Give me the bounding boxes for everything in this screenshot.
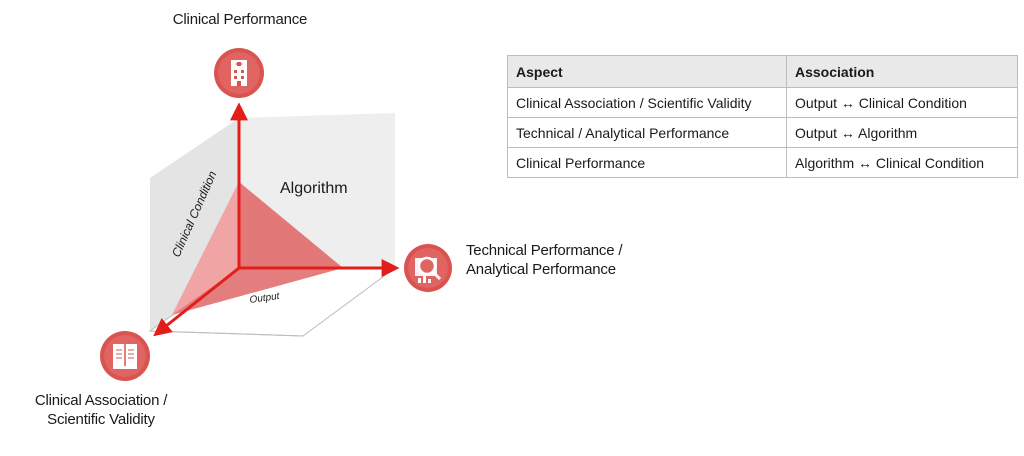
left-axis-label: Clinical Association / Scientific Validi… (6, 391, 196, 429)
cell-aspect: Clinical Association / Scientific Validi… (507, 87, 787, 118)
magnifier-chart-icon (404, 244, 452, 292)
aspects-table: Aspect Association Clinical Association … (507, 55, 1018, 178)
left-axis-label-line1: Clinical Association / (34, 392, 168, 409)
right-axis-label-line1: Technical Performance / (466, 242, 623, 259)
plane-floor-label: Output (249, 291, 281, 306)
left-axis-label-line2: Scientific Validity (47, 411, 155, 428)
hospital-icon (214, 48, 264, 98)
axis-diagonal (153, 266, 240, 337)
header-aspect: Aspect (507, 55, 787, 88)
cell-aspect: Technical / Analytical Performance (507, 117, 787, 148)
cell-association: Output ↔ Clinical Condition (786, 87, 1018, 118)
top-axis-label: Clinical Performance (140, 10, 340, 29)
right-axis-label: Technical Performance / Analytical Perfo… (466, 241, 666, 279)
table-row: Technical / Analytical Performance Outpu… (507, 117, 1018, 148)
table-header-row: Aspect Association (507, 55, 1018, 88)
right-axis-label-line2: Analytical Performance (466, 261, 616, 278)
top-axis-label-text: Clinical Performance (172, 11, 308, 28)
floor-edge (149, 330, 304, 337)
cell-association: Output ↔ Algorithm (786, 117, 1018, 148)
cell-aspect: Clinical Performance (507, 147, 787, 178)
cell-association: Algorithm ↔ Clinical Condition (786, 147, 1018, 178)
table-row: Clinical Performance Algorithm ↔ Clinica… (507, 147, 1018, 178)
table-row: Clinical Association / Scientific Validi… (507, 87, 1018, 118)
header-association: Association (786, 55, 1018, 88)
plane-back-label: Algorithm (280, 180, 348, 197)
book-icon (100, 331, 150, 381)
triangle-face-side (172, 182, 239, 315)
